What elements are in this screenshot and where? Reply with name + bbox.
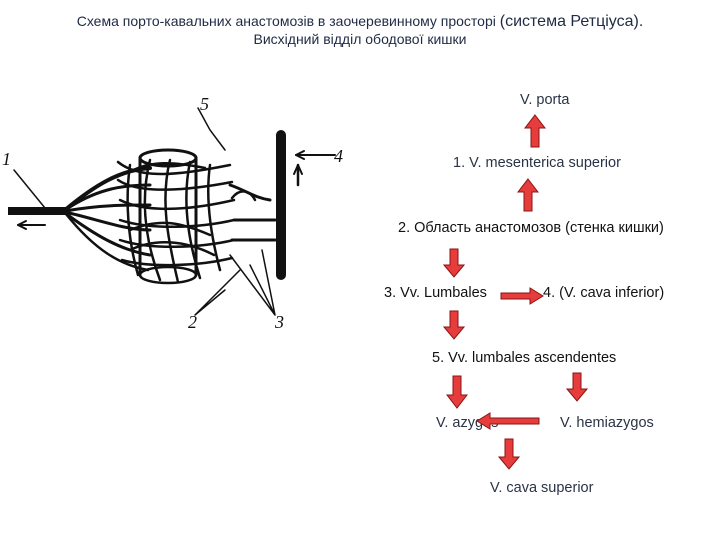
page-title: Схема порто-кавальних анастомозів в заоч…	[0, 12, 720, 31]
arrow-left-icon	[476, 412, 540, 430]
flow-portal: V. porta	[520, 92, 570, 108]
flow-lumbales: 3. Vv. Lumbales	[384, 285, 487, 301]
label-2: 2	[188, 312, 197, 332]
anastomosis-sketch: 1 2 3 4 5	[2, 94, 343, 332]
label-5: 5	[200, 94, 209, 114]
flow-lumbales-ascendentes: 5. Vv. lumbales ascendentes	[432, 350, 617, 366]
arrow-down-1-icon	[443, 248, 465, 278]
flow-mesenterica: 1. V. mesenterica superior	[453, 155, 621, 171]
label-4: 4	[334, 146, 343, 166]
arrow-down-2-icon	[443, 310, 465, 340]
title-paren: (система Ретціуса).	[499, 13, 644, 30]
title-main: Схема порто-кавальних анастомозів в заоч…	[76, 13, 500, 29]
arrow-up-1-icon	[524, 114, 546, 148]
label-3: 3	[274, 312, 284, 332]
label-1: 1	[2, 149, 11, 169]
flow-cava-superior: V. cava superior	[490, 480, 594, 496]
page-subtitle: Висхідний відділ ободової кишки	[253, 31, 467, 47]
flow-hemiazygos: V. hemiazygos	[560, 415, 654, 431]
arrow-down-3-icon	[446, 375, 468, 409]
arrow-down-4-icon	[566, 372, 588, 402]
arrow-up-2-icon	[517, 178, 539, 212]
flow-cava-inferior: 4. (V. cava inferior)	[543, 285, 665, 301]
flow-anastomosis: 2. Область анастомозов (стенка кишки)	[398, 220, 664, 236]
arrow-right-icon	[500, 287, 544, 305]
arrow-down-5-icon	[498, 438, 520, 470]
